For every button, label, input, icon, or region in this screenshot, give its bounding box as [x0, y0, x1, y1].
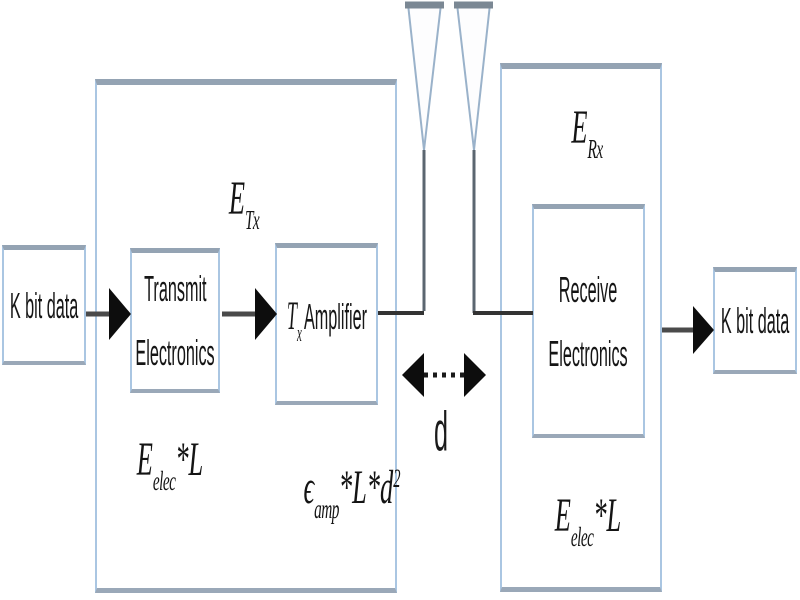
output-data-box: K bit data: [713, 267, 797, 374]
input-data-box: K bit data: [2, 245, 86, 365]
electronics-to-amplifier-arrowhead-icon: [255, 288, 277, 340]
input-arrowhead-icon: [109, 288, 131, 340]
distance-arrowhead-left-icon: [402, 353, 424, 397]
rx-electronics-energy-label: Eelec*L: [554, 488, 622, 554]
distance-label: d: [433, 399, 449, 463]
tx-amplifier-label: TxAmplifier: [286, 292, 367, 347]
tx-energy-label: ETx: [228, 171, 260, 237]
distance-arrowhead-right-icon: [464, 353, 486, 397]
transmit-electronics-label: Transmit Electronics: [135, 268, 215, 373]
receive-electronics-box: Receive Electronics: [532, 204, 645, 438]
tx-amplifier-box: TxAmplifier: [275, 243, 378, 405]
output-data-label: K bit data: [720, 300, 790, 341]
tx-electronics-energy-label: Eelec*L: [136, 432, 204, 498]
input-data-label: K bit data: [9, 284, 79, 326]
rx-energy-label: ERx: [571, 100, 603, 166]
rx-antenna-icon: [455, 3, 492, 151]
output-arrowhead-icon: [693, 306, 714, 354]
transmit-electronics-box: Transmit Electronics: [130, 248, 220, 393]
receive-electronics-label: Receive Electronics: [548, 268, 629, 374]
amplifier-energy-label: ϵamp*L*d2: [303, 460, 401, 526]
tx-antenna-icon: [406, 3, 443, 151]
